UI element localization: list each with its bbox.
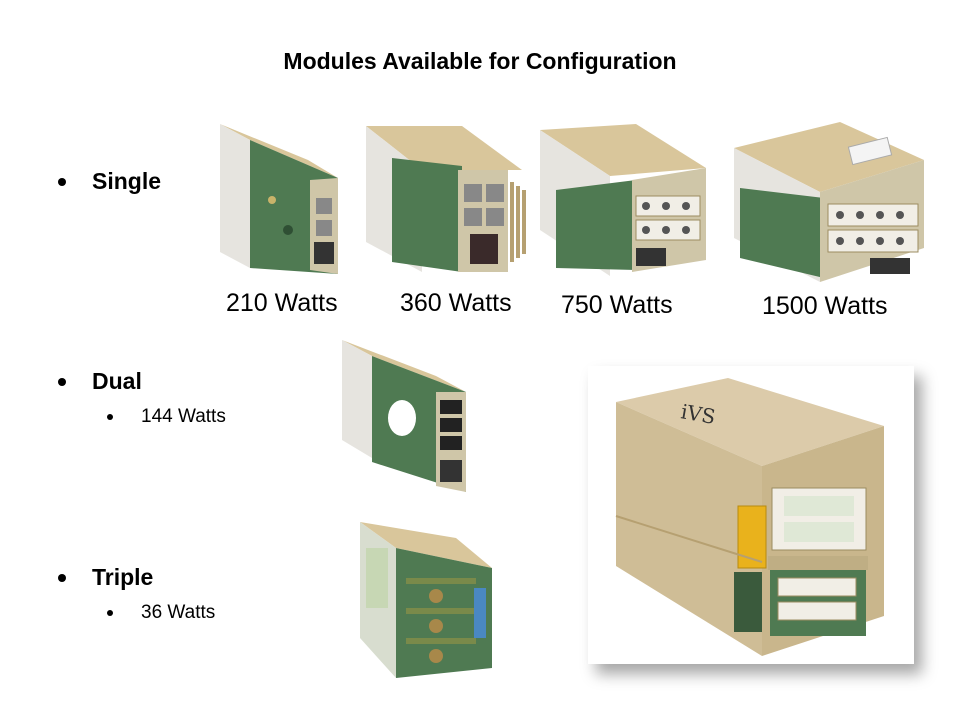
bullet-label-triple: Triple (92, 564, 154, 590)
module-image-210w (220, 124, 338, 274)
chassis-photo-frame: iVS (588, 366, 914, 664)
module-image-750w (540, 124, 706, 276)
bullet-dot (58, 573, 66, 582)
bullet-label-single: Single (92, 168, 162, 194)
chassis-photo: iVS (615, 378, 884, 656)
bullet-dot (58, 177, 66, 186)
slide-title: Modules Available for Configuration (283, 48, 677, 74)
module-image-dual (342, 340, 466, 492)
module-image-1500w (734, 122, 924, 282)
rating-label-750w: 750 Watts (561, 291, 673, 319)
rating-label-210w: 210 Watts (226, 289, 338, 317)
module-image-triple (360, 522, 492, 678)
bullet-dual: Dual (58, 368, 142, 395)
module-image-360w (366, 126, 526, 272)
subbullet-dot (107, 414, 113, 420)
rating-label-360w: 360 Watts (400, 289, 512, 317)
bullet-triple: Triple (58, 564, 153, 591)
bullet-label-dual: Dual (92, 368, 142, 394)
chassis-logo: iVS (679, 399, 717, 429)
subbullet-label-dual: 144 Watts (141, 406, 226, 427)
subbullet-dot (107, 610, 113, 616)
rating-label-1500w: 1500 Watts (762, 292, 888, 320)
subbullet-triple: 36 Watts (107, 602, 215, 624)
subbullet-dual: 144 Watts (107, 406, 226, 428)
subbullet-label-triple: 36 Watts (141, 602, 216, 623)
bullet-dot (58, 377, 66, 386)
bullet-single: Single (58, 168, 161, 195)
